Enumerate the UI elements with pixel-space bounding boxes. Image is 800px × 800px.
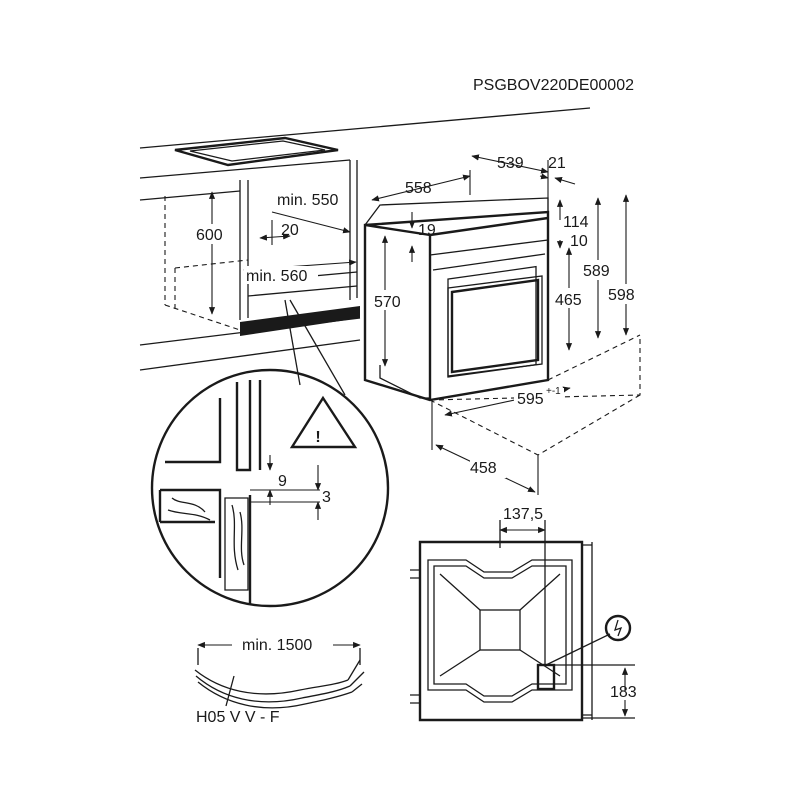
detail-magnifier bbox=[150, 299, 390, 608]
detail-3-label: 3 bbox=[322, 489, 331, 506]
dim-114-label: 114 bbox=[563, 214, 589, 231]
oven-dimensions bbox=[371, 154, 641, 495]
detail-9-label: 9 bbox=[278, 473, 287, 490]
warning-exclamation: ! bbox=[315, 429, 320, 446]
oven-height-570-label: 570 bbox=[374, 294, 401, 311]
cable-length-label: min. 1500 bbox=[242, 637, 312, 654]
oven-front-label: 21 bbox=[548, 155, 566, 172]
electric-plug-icon bbox=[614, 619, 623, 637]
oven-depth-label: 558 bbox=[405, 180, 432, 197]
countertop bbox=[139, 107, 591, 371]
rear-view bbox=[410, 520, 635, 722]
cable-illustration bbox=[194, 641, 365, 709]
dim-10-label: 10 bbox=[570, 233, 588, 250]
cabinet-niche bbox=[164, 160, 360, 336]
cabinet-gap-label: 20 bbox=[281, 222, 299, 239]
oven-height-465-label: 465 bbox=[555, 292, 582, 309]
cabinet-height-label: 600 bbox=[196, 227, 223, 244]
oven-height-589-label: 589 bbox=[583, 263, 610, 280]
vent-strip bbox=[240, 306, 360, 336]
oven-height-598-label: 598 bbox=[608, 287, 635, 304]
hob-outline bbox=[174, 136, 339, 167]
oven-width-tolerance: +-1 bbox=[546, 386, 561, 397]
cable-type-label: H05 V V - F bbox=[196, 709, 280, 726]
rear-offset-label: 137,5 bbox=[503, 506, 543, 523]
cabinet-width-label: min. 560 bbox=[246, 268, 307, 285]
oven-width-label: 595 bbox=[517, 391, 544, 408]
rear-height-label: 183 bbox=[610, 684, 637, 701]
cabinet-depth-label: min. 550 bbox=[277, 192, 338, 209]
warning-triangle-icon bbox=[289, 395, 358, 449]
oven-depth-458-label: 458 bbox=[470, 460, 497, 477]
document-code: PSGBOV220DE00002 bbox=[473, 77, 634, 94]
dim-19-label: 19 bbox=[418, 222, 436, 239]
oven-top-depth-label: 539 bbox=[497, 155, 524, 172]
